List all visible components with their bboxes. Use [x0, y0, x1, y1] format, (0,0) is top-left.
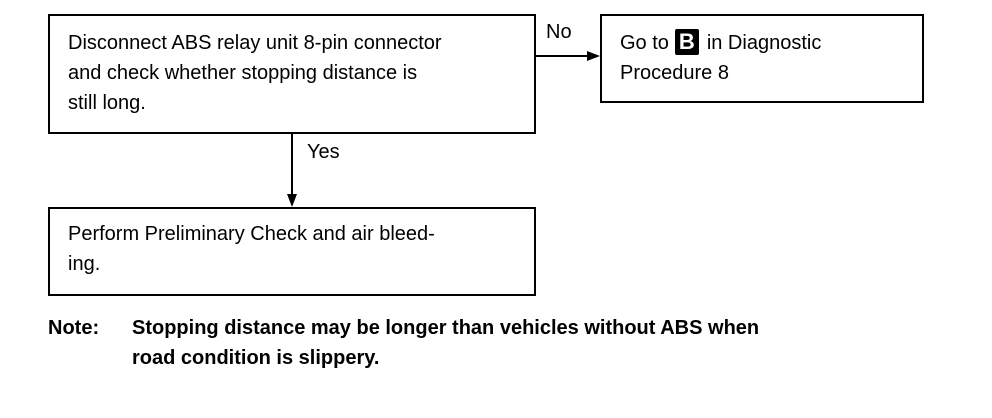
note-label: Note: — [48, 317, 100, 339]
check-box-line-3: still long. — [68, 92, 146, 114]
perform-box-line-2: ing. — [68, 253, 101, 275]
perform-preliminary-check-box: Perform Preliminary Check and air bleed-… — [48, 207, 536, 296]
goto-box-line-2: Procedure 8 — [620, 62, 729, 84]
no-edge-label: No — [546, 21, 572, 43]
goto-suffix: in Diagnostic — [706, 32, 822, 54]
goto-prefix: Go to — [620, 32, 669, 54]
note-text-line-1: Stopping distance may be longer than veh… — [132, 317, 760, 339]
check-box-line-1: Disconnect ABS relay unit 8-pin connecto… — [68, 32, 442, 54]
check-stopping-distance-box: Disconnect ABS relay unit 8-pin connecto… — [48, 14, 536, 134]
yes-arrowhead — [287, 194, 297, 207]
perform-box-line-1: Perform Preliminary Check and air bleed- — [68, 223, 435, 245]
note-text-line-2: road condition is slippery. — [132, 347, 380, 369]
no-arrowhead — [587, 51, 600, 61]
yes-edge-label: Yes — [307, 141, 340, 163]
procedure-badge: B — [674, 29, 699, 55]
check-box-line-2: and check whether stopping distance is — [68, 62, 418, 84]
